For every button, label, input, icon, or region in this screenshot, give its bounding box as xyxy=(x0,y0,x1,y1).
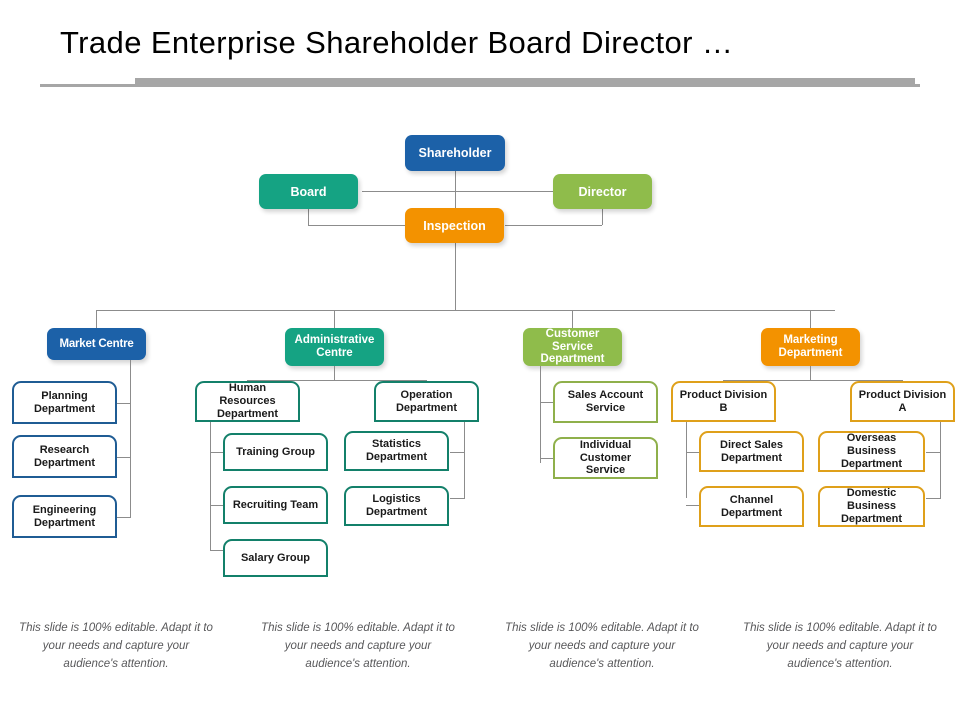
footer-note-4: This slide is 100% editable. Adapt it to… xyxy=(743,622,937,670)
connector-division-a-spine xyxy=(940,422,941,498)
node-board[interactable]: Board xyxy=(259,174,358,209)
connector-market-spine xyxy=(130,360,131,518)
node-shareholder-label: Shareholder xyxy=(418,146,492,160)
connector-center-to-director xyxy=(455,191,555,192)
connector-shareholder-inspection xyxy=(455,170,456,222)
node-engineering-department-label: Engineering Department xyxy=(32,503,97,529)
node-statistics-department[interactable]: Statistics Department xyxy=(344,431,449,471)
connector-hr-spine xyxy=(210,422,211,550)
connector-drop-marketing xyxy=(810,310,811,328)
title-rule-thin xyxy=(40,84,920,87)
node-product-division-b[interactable]: Product Division B xyxy=(671,381,776,422)
node-administrative-centre-label: Administrative Centre xyxy=(294,334,375,359)
node-shareholder[interactable]: Shareholder xyxy=(405,135,505,171)
connector-board-to-inspection xyxy=(308,225,405,226)
connector-main-bus xyxy=(96,310,835,311)
connector-operation-stub-2 xyxy=(450,498,465,499)
node-market-centre[interactable]: Market Centre xyxy=(47,328,146,360)
node-direct-sales-department[interactable]: Direct Sales Department xyxy=(699,431,804,472)
connector-drop-administrative xyxy=(334,310,335,328)
node-recruiting-team[interactable]: Recruiting Team xyxy=(223,486,328,524)
node-logistics-department[interactable]: Logistics Department xyxy=(344,486,449,526)
connector-director-down xyxy=(602,207,603,225)
connector-market-stub-2 xyxy=(117,457,131,458)
node-market-centre-label: Market Centre xyxy=(59,337,134,350)
footer-note-2: This slide is 100% editable. Adapt it to… xyxy=(261,622,455,670)
node-product-division-a-label: Product Division A xyxy=(858,388,947,414)
node-director-label: Director xyxy=(578,184,627,199)
node-individual-customer-service[interactable]: Individual Customer Service xyxy=(553,437,658,479)
connector-board-down xyxy=(308,207,309,225)
connector-division-a-stub-1 xyxy=(926,452,941,453)
node-overseas-business-department[interactable]: Overseas Business Department xyxy=(818,431,925,472)
node-planning-department[interactable]: Planning Department xyxy=(12,381,117,424)
connector-hr-stub-1 xyxy=(210,452,224,453)
connector-admin-bus xyxy=(247,380,426,381)
node-direct-sales-department-label: Direct Sales Department xyxy=(720,438,783,464)
node-channel-department[interactable]: Channel Department xyxy=(699,486,804,527)
node-training-group[interactable]: Training Group xyxy=(223,433,328,471)
node-human-resources-department[interactable]: Human Resources Department xyxy=(195,381,300,422)
node-domestic-business-department-label: Domestic Business Department xyxy=(840,487,903,525)
connector-market-stub-3 xyxy=(117,517,131,518)
connector-division-a-stub-2 xyxy=(926,498,941,499)
node-planning-department-label: Planning Department xyxy=(33,389,96,415)
node-individual-customer-service-label: Individual Customer Service xyxy=(579,438,632,477)
connector-market-stub-1 xyxy=(117,403,131,404)
node-salary-group[interactable]: Salary Group xyxy=(223,539,328,577)
node-research-department[interactable]: Research Department xyxy=(12,435,117,478)
title-rule-thick xyxy=(135,78,915,84)
node-marketing-department-label: Marketing Department xyxy=(778,334,843,359)
node-recruiting-team-label: Recruiting Team xyxy=(232,498,319,511)
connector-hr-stub-3 xyxy=(210,550,224,551)
node-administrative-centre[interactable]: Administrative Centre xyxy=(285,328,384,366)
connector-admin-down xyxy=(334,366,335,380)
node-research-department-label: Research Department xyxy=(33,443,96,469)
connector-drop-customer xyxy=(572,310,573,328)
connector-division-b-spine xyxy=(686,422,687,498)
footer-note-3: This slide is 100% editable. Adapt it to… xyxy=(505,622,699,670)
node-operation-department-label: Operation Department xyxy=(395,388,458,414)
page-title: Trade Enterprise Shareholder Board Direc… xyxy=(60,25,734,60)
node-training-group-label: Training Group xyxy=(236,445,315,458)
node-human-resources-department-label: Human Resources Department xyxy=(216,382,279,420)
connector-drop-market xyxy=(96,310,97,328)
node-sales-account-service-label: Sales Account Service xyxy=(567,389,644,414)
node-inspection-label: Inspection xyxy=(423,218,486,233)
node-sales-account-service[interactable]: Sales Account Service xyxy=(553,381,658,423)
connector-inspection-down xyxy=(455,243,456,311)
connector-division-b-stub-1 xyxy=(686,452,700,453)
node-marketing-department[interactable]: Marketing Department xyxy=(761,328,860,366)
node-product-division-a[interactable]: Product Division A xyxy=(850,381,955,422)
node-channel-department-label: Channel Department xyxy=(720,493,783,519)
node-statistics-department-label: Statistics Department xyxy=(365,438,428,463)
connector-customer-stub-2 xyxy=(540,458,554,459)
connector-customer-spine xyxy=(540,366,541,463)
node-product-division-b-label: Product Division B xyxy=(679,388,768,414)
node-inspection[interactable]: Inspection xyxy=(405,208,504,243)
node-director[interactable]: Director xyxy=(553,174,652,209)
node-salary-group-label: Salary Group xyxy=(240,551,311,564)
footer-note-1: This slide is 100% editable. Adapt it to… xyxy=(19,622,213,670)
connector-customer-stub-1 xyxy=(540,402,554,403)
connector-director-to-inspection xyxy=(505,225,602,226)
connector-operation-stub-1 xyxy=(450,452,465,453)
connector-marketing-down xyxy=(810,366,811,380)
node-engineering-department[interactable]: Engineering Department xyxy=(12,495,117,538)
node-logistics-department-label: Logistics Department xyxy=(365,493,428,518)
connector-division-b-stub-2 xyxy=(686,505,700,506)
connector-marketing-bus xyxy=(723,380,902,381)
node-operation-department[interactable]: Operation Department xyxy=(374,381,479,422)
node-board-label: Board xyxy=(290,184,327,199)
node-customer-service-department-label: Customer Service Department xyxy=(540,327,605,366)
connector-hr-stub-2 xyxy=(210,505,224,506)
node-overseas-business-department-label: Overseas Business Department xyxy=(840,432,903,470)
node-customer-service-department[interactable]: Customer Service Department xyxy=(523,328,622,366)
node-domestic-business-department[interactable]: Domestic Business Department xyxy=(818,486,925,527)
connector-operation-spine xyxy=(464,422,465,498)
